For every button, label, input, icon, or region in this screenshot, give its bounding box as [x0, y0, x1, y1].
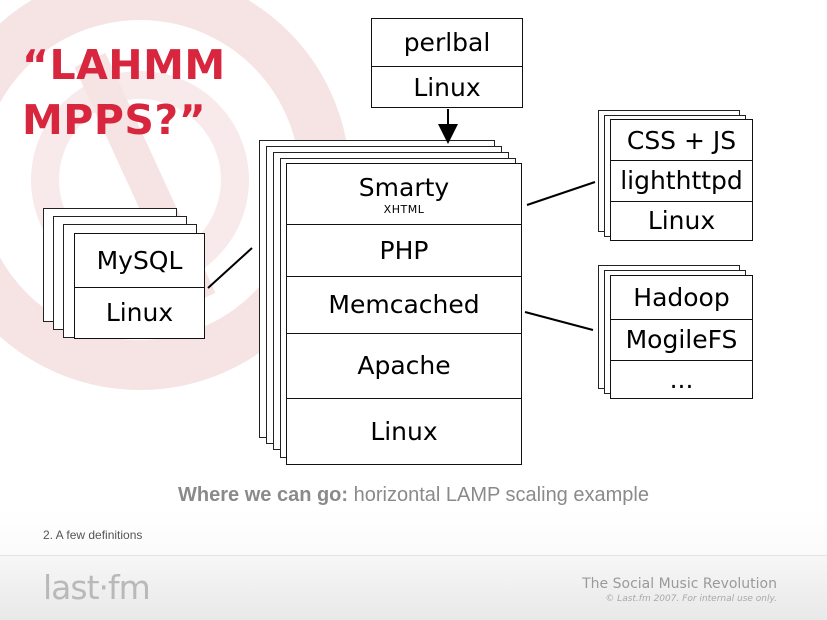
footer-bar [0, 555, 827, 620]
mysql-layer: MySQL [75, 234, 204, 288]
slide-title: “LAHMM MPPS?” [22, 38, 226, 148]
xhtml-label: XHTML [383, 202, 425, 216]
footnote: 2. A few definitions [43, 528, 143, 542]
web-server-stack: Smarty XHTML PHP Memcached Apache Linux [286, 163, 522, 465]
static-server-stack: CSS + JS lighthttpd Linux [610, 119, 753, 241]
smarty-label: Smarty [358, 172, 450, 202]
apache-layer: Apache [287, 333, 521, 399]
static-connector [526, 181, 596, 206]
storage-connector [524, 311, 594, 331]
smarty-layer: Smarty XHTML [287, 164, 521, 225]
memcached-layer: Memcached [287, 276, 521, 334]
footer-copyright: © Last.fm 2007. For internal use only. [605, 594, 777, 604]
hadoop-layer: Hadoop [611, 276, 752, 320]
caption-text: horizontal LAMP scaling example [348, 484, 649, 506]
more-storage-layer: ... [669, 364, 694, 394]
perlbal-os-layer: Linux [413, 72, 481, 102]
lastfm-logo: last·fm [43, 568, 151, 607]
css-js-layer: CSS + JS [611, 120, 752, 161]
mysql-os-layer: Linux [105, 298, 174, 327]
slide-caption: Where we can go: horizontal LAMP scaling… [0, 484, 827, 507]
mogilefs-layer: MogileFS [611, 319, 752, 361]
storage-stack: Hadoop MogileFS ... [610, 275, 753, 399]
database-stack: MySQL Linux [74, 233, 205, 339]
static-os-layer: Linux [647, 206, 716, 235]
title-line-1: “LAHMM [22, 41, 226, 89]
lighthttpd-layer: lighthttpd [611, 160, 752, 202]
perlbal-layer: perlbal [372, 19, 522, 67]
load-balancer-box: perlbal Linux [371, 18, 523, 108]
php-layer: PHP [287, 224, 521, 277]
caption-bold: Where we can go: [178, 484, 349, 506]
linux-layer: Linux [370, 416, 438, 446]
footer-tagline: The Social Music Revolution [582, 576, 777, 592]
title-line-2: MPPS?” [22, 96, 207, 144]
